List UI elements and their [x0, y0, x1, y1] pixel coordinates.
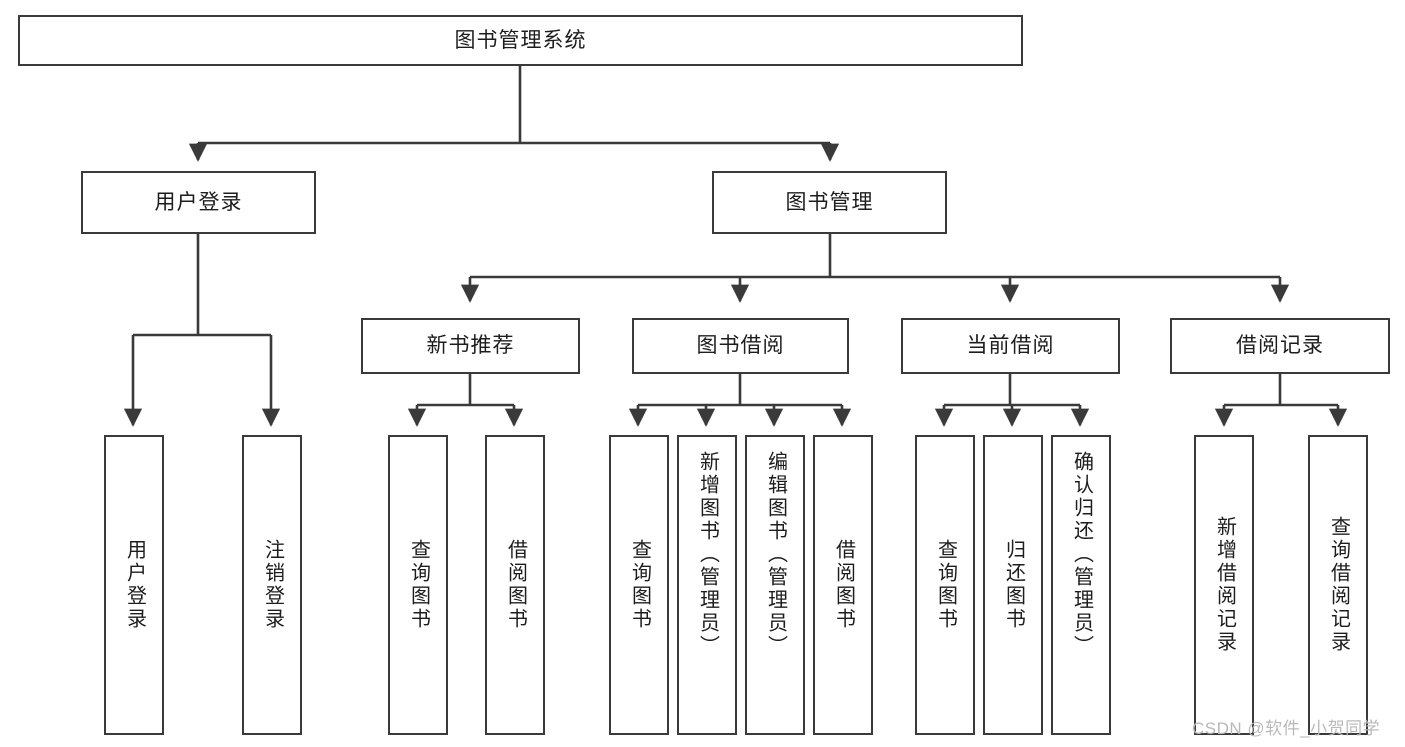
node-label: 新增借阅记录	[1213, 516, 1236, 654]
leaf-user-login-logout[interactable]: 注销登录	[242, 435, 302, 735]
node-label: 编辑图书（管理员）	[764, 451, 787, 658]
node-label: 新书推荐	[426, 334, 515, 358]
leaf-borrow-query-book[interactable]: 查询图书	[609, 435, 669, 735]
node-label: 借阅记录	[1236, 334, 1324, 358]
node-root-system[interactable]: 图书管理系统	[18, 15, 1023, 66]
leaf-record-query-record[interactable]: 查询借阅记录	[1308, 435, 1368, 735]
node-book-management[interactable]: 图书管理	[712, 171, 947, 234]
node-label: 注销登录	[261, 539, 284, 631]
node-label: 查询图书	[628, 539, 651, 631]
node-label: 用户登录	[123, 539, 146, 631]
node-book-borrow[interactable]: 图书借阅	[632, 318, 849, 374]
node-label: 新增图书（管理员）	[696, 451, 719, 658]
node-label: 图书管理系统	[454, 28, 587, 52]
node-label: 借阅图书	[832, 539, 855, 631]
leaf-borrow-add-book-admin[interactable]: 新增图书（管理员）	[677, 435, 737, 735]
leaf-current-return-book[interactable]: 归还图书	[983, 435, 1043, 735]
node-label: 归还图书	[1002, 539, 1025, 631]
node-current-borrow[interactable]: 当前借阅	[901, 318, 1120, 374]
node-label: 图书管理	[785, 190, 874, 214]
leaf-recommend-query-book[interactable]: 查询图书	[388, 435, 448, 735]
leaf-record-add-record[interactable]: 新增借阅记录	[1194, 435, 1254, 735]
node-label: 查询图书	[934, 539, 957, 631]
node-new-book-recommend[interactable]: 新书推荐	[361, 318, 580, 374]
node-label: 确认归还（管理员）	[1070, 451, 1093, 658]
leaf-current-query-book[interactable]: 查询图书	[915, 435, 975, 735]
leaf-user-login-login[interactable]: 用户登录	[104, 435, 164, 735]
node-label: 用户登录	[154, 190, 243, 214]
leaf-borrow-borrow-book[interactable]: 借阅图书	[813, 435, 873, 735]
leaf-current-confirm-return-admin[interactable]: 确认归还（管理员）	[1051, 435, 1111, 735]
node-label: 查询借阅记录	[1327, 516, 1350, 654]
node-label: 查询图书	[407, 539, 430, 631]
node-label: 借阅图书	[504, 539, 527, 631]
node-label: 当前借阅	[966, 334, 1055, 358]
node-user-login[interactable]: 用户登录	[81, 171, 316, 234]
node-label: 图书借阅	[696, 334, 785, 358]
leaf-borrow-edit-book-admin[interactable]: 编辑图书（管理员）	[745, 435, 805, 735]
leaf-recommend-borrow-book[interactable]: 借阅图书	[485, 435, 545, 735]
node-borrow-record[interactable]: 借阅记录	[1170, 318, 1390, 374]
